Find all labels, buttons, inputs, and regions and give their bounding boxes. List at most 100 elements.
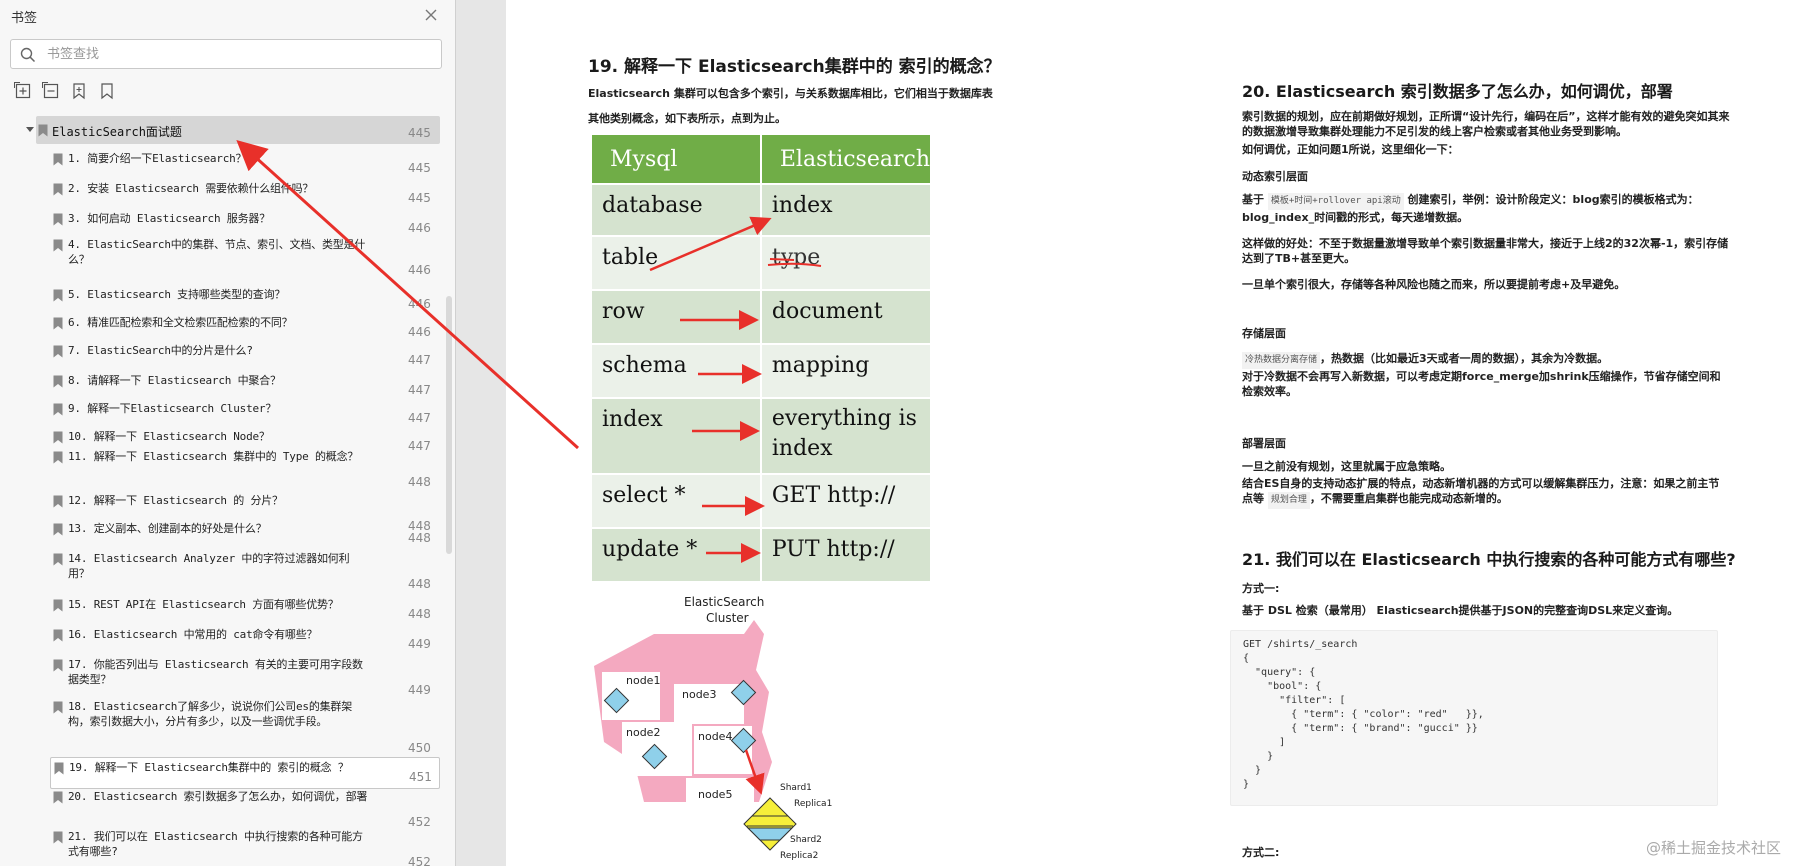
code-line: { "term": { "brand": "gucci" }} [1243,723,1478,734]
bookmark-page-number: 448 [408,519,431,533]
bookmark-label: 18. Elasticsearch了解多少，说说你们公司es的集群架构，索引数据… [68,700,353,728]
q19-paragraph-1: Elasticsearch 集群可以包含多个索引，与关系数据库相比，它们相当于数… [588,87,993,100]
bookmark-page-number: 452 [408,815,431,829]
bookmark-icon [53,523,63,536]
collapse-all-icon[interactable] [42,82,60,100]
inline-code: 规划合理 [1267,492,1310,509]
table-cell: mapping [759,343,933,399]
bookmark-page-number: 447 [408,383,431,397]
bookmark-label: 14. Elasticsearch Analyzer 中的字符过滤器如何利用？ [68,552,350,580]
section-storage-p2: 对于冷数据不会再写入新数据，可以考虑定期force_merge加shrink压缩… [1242,370,1721,398]
bookmark-item[interactable]: 2. 安装 Elasticsearch 需要依赖什么组件吗？445 [50,179,440,211]
bookmark-icon [53,239,63,252]
bookmark-label: 6. 精准匹配检索和全文检索匹配检索的不同？ [68,316,293,329]
bookmarks-panel: 书签 [0,0,456,866]
document-viewport[interactable]: 19. 解释一下 Elasticsearch集群中的 索引的概念？ Elasti… [456,0,1808,866]
bookmark-icon [53,153,63,166]
bookmark-page-number: 448 [408,475,431,489]
bookmark-item[interactable]: 19. 解释一下 Elasticsearch集群中的 索引的概念 ？451 [50,757,440,789]
bookmark-icon [53,495,63,508]
table-cell: GET http:// [759,473,933,529]
bookmark-page-number: 452 [408,855,431,866]
bookmark-search-input[interactable] [47,44,427,64]
table-header-mysql: Mysql [590,133,762,185]
table-cell: index [590,397,762,475]
bookmarks-panel-header: 书签 [0,0,455,32]
bookmark-item[interactable]: 15. REST API在 Elasticsearch 方面有哪些优势？448 [50,595,440,627]
code-line: "bool": { [1243,681,1322,692]
code-line: { [1243,653,1250,664]
code-line: } [1243,765,1262,776]
node-label: node1 [626,674,660,687]
bookmark-page-number: 448 [408,531,431,545]
bookmark-icon [53,183,63,196]
bookmark-icon [53,317,63,330]
code-line: GET /shirts/_search [1243,639,1358,650]
bookmark-item[interactable]: 11. 解释一下 Elasticsearch 集群中的 Type 的概念？448 [50,447,440,495]
bookmark-item[interactable]: 13. 定义副本、创建副本的好处是什么？ 448 [50,519,440,551]
section-deploy-p1: 一旦之前没有规划，这里就属于应急策略。 [1242,460,1451,473]
bookmark-label: 16. Elasticsearch 中常用的 cat命令有哪些？ [68,628,318,641]
shard-diamond [730,727,757,754]
add-bookmark-icon[interactable] [70,82,88,100]
table-cell: database [590,183,762,237]
inline-code: 模板+时间+rollover api滚动 [1267,193,1404,210]
bookmark-item[interactable]: 12. 解释一下 Elasticsearch 的 分片？448 [50,491,440,539]
bookmark-label: 21. 我们可以在 Elasticsearch 中执行搜索的各种可能方式有哪些? [68,830,363,858]
code-line: { "term": { "color": "red" }}, [1243,709,1484,720]
bookmark-item[interactable]: 14. Elasticsearch Analyzer 中的字符过滤器如何利用？4… [50,549,440,597]
bookmark-item[interactable]: 17. 你能否列出与 Elasticsearch 有关的主要可用字段数据类型？4… [50,655,440,703]
heading-q20: 20. Elasticsearch 索引数据多了怎么办，如何调优，部署 [1242,82,1673,101]
section-dynamic-index-p3: 一旦单个索引很大，存储等各种风险也随之而来，所以要提前考虑+及早避免。 [1242,278,1626,291]
table-cell: table [590,235,762,291]
bookmark-label: ElasticSearch面试题 [52,125,182,139]
node-label: node4 [698,730,732,743]
table-cell: update * [590,527,762,583]
elasticsearch-cluster-diagram: ElasticSearch Cluster node1 node3 node2 … [594,595,832,861]
collapse-caret-icon[interactable] [26,127,34,132]
shard-diamond [641,743,668,770]
bookmark-icon [53,599,63,612]
bookmark-icon [53,831,63,844]
bookmark-icon [53,629,63,642]
bookmark-icon [54,762,64,775]
section-dynamic-index-p2: 这样做的好处：不至于数据量激增导致单个索引数据量非常大，接近于上线2的32次幂-… [1242,237,1729,265]
bookmark-label: 15. REST API在 Elasticsearch 方面有哪些优势？ [68,598,339,611]
bookmark-item[interactable]: 20. Elasticsearch 索引数据多了怎么办，如何调优，部署 452 [50,787,440,835]
close-icon[interactable] [422,6,440,24]
bookmark-item[interactable]: 4. ElasticSearch中的集群、节点、索引、文档、类型是什么？446 [50,235,440,283]
bookmark-page-number: 446 [408,221,431,235]
bookmark-icon [53,553,63,566]
shard-label: Shard1 [780,783,812,793]
diagram-title-line1: ElasticSearch [684,595,764,609]
bookmark-search-box[interactable] [10,39,442,69]
bookmark-label: 7. ElasticSearch中的分片是什么? [68,344,253,357]
bookmark-label: 13. 定义副本、创建副本的好处是什么？ [68,522,267,535]
bookmark-label: 2. 安装 Elasticsearch 需要依赖什么组件吗？ [68,182,314,195]
bookmark-page-number: 450 [408,741,431,755]
bookmark-label: 8. 请解释一下 Elasticsearch 中聚合？ [68,374,281,387]
inline-code: 冷热数据分离存储 [1242,352,1321,369]
expand-all-icon[interactable] [14,82,32,100]
sidebar-scrollbar-thumb[interactable] [446,296,452,554]
bookmark-outline-icon[interactable] [98,82,116,100]
heading-q21: 21. 我们可以在 Elasticsearch 中执行搜索的各种可能方式有哪些? [1242,550,1736,569]
bookmark-item[interactable]: 7. ElasticSearch中的分片是什么?447 [50,341,440,373]
bookmark-label: 17. 你能否列出与 Elasticsearch 有关的主要可用字段数据类型？ [68,658,363,686]
search-icon [20,47,36,63]
bookmark-icon [53,659,63,672]
bookmark-page-number: 446 [408,325,431,339]
bookmark-item[interactable]: 1. 简要介绍一下Elasticsearch？445 [50,149,440,181]
bookmark-page-number: 445 [408,126,431,140]
bookmark-item[interactable]: 21. 我们可以在 Elasticsearch 中执行搜索的各种可能方式有哪些?… [50,827,440,866]
node-label: node2 [626,726,660,739]
table-cell: index [759,183,933,237]
bookmark-label: 20. Elasticsearch 索引数据多了怎么办，如何调优，部署 [68,790,368,803]
bookmark-item[interactable]: 16. Elasticsearch 中常用的 cat命令有哪些？449 [50,625,440,657]
table-cell: everything is index [759,397,933,475]
watermark-text: @稀土掘金技术社区 [1646,839,1782,857]
bookmark-item[interactable]: 18. Elasticsearch了解多少，说说你们公司es的集群架构，索引数据… [50,697,440,761]
bookmark-root-item[interactable]: ElasticSearch面试题 445 [36,116,440,144]
bookmark-icon [38,124,48,137]
shard-label: Replica1 [794,799,832,809]
